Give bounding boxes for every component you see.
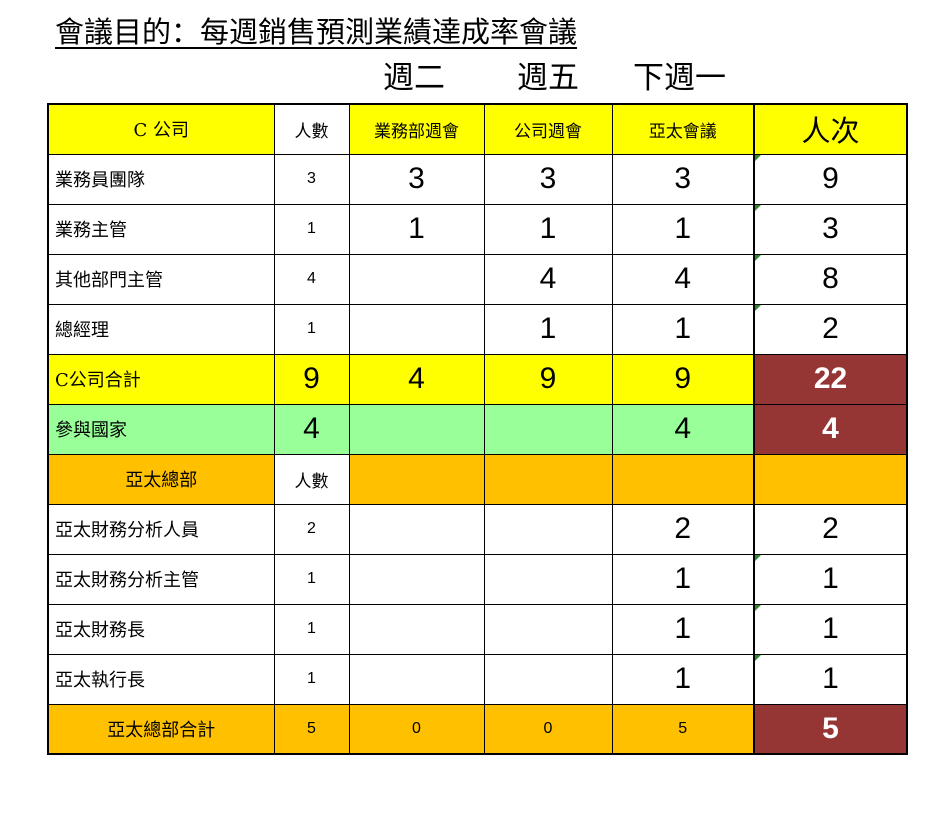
apac-meeting-cell[interactable]: 1 xyxy=(611,603,755,655)
table-row: 業務員團隊 3 3 3 3 9 xyxy=(47,153,908,205)
person-times-cell[interactable]: 8 xyxy=(753,253,908,305)
headcount-cell[interactable]: 1 xyxy=(273,303,350,355)
row-label[interactable]: 亞太執行長 xyxy=(47,653,275,705)
day-friday: 週五 xyxy=(517,60,579,96)
headcount-cell[interactable]: 1 xyxy=(273,653,350,705)
day-next-monday: 下週一 xyxy=(633,60,726,96)
company-name-cell[interactable]: C 公司 xyxy=(47,103,275,155)
table-row: 業務主管 1 1 1 1 3 xyxy=(47,203,908,255)
row-label[interactable]: 業務員團隊 xyxy=(47,153,275,205)
company-weekly-meeting-header[interactable]: 公司週會 xyxy=(483,103,613,155)
sales-weekly-cell[interactable]: 1 xyxy=(348,203,485,255)
company-weekly-cell[interactable] xyxy=(483,453,613,505)
headcount-cell[interactable]: 4 xyxy=(273,403,350,455)
person-times-cell[interactable]: 9 xyxy=(753,153,908,205)
headcount-cell[interactable]: 1 xyxy=(273,603,350,655)
company-total-row: C公司合計 9 4 9 9 22 xyxy=(47,353,908,405)
table-row: 亞太執行長 1 1 1 xyxy=(47,653,908,705)
row-label[interactable]: 亞太財務分析主管 xyxy=(47,553,275,605)
attendance-table: C 公司 人數 業務部週會 公司週會 亞太會議 人次 業務員團隊 3 3 3 3… xyxy=(47,103,908,755)
sales-weekly-cell[interactable] xyxy=(348,503,485,555)
table-row: 亞太財務分析人員 2 2 2 xyxy=(47,503,908,555)
apac-meeting-cell[interactable]: 5 xyxy=(611,703,755,755)
row-label[interactable]: 亞太財務分析人員 xyxy=(47,503,275,555)
table-row: 總經理 1 1 1 2 xyxy=(47,303,908,355)
sales-weekly-cell[interactable] xyxy=(348,603,485,655)
apac-hq-cell[interactable]: 亞太總部 xyxy=(47,453,275,505)
company-weekly-cell[interactable]: 0 xyxy=(483,703,613,755)
day-tuesday: 週二 xyxy=(383,60,445,96)
apac-meeting-cell[interactable] xyxy=(611,453,755,505)
page-title: 會議目的：每週銷售預測業績達成率會議 xyxy=(55,15,578,49)
sales-weekly-meeting-header[interactable]: 業務部週會 xyxy=(348,103,485,155)
row-label[interactable]: 業務主管 xyxy=(47,203,275,255)
table-row: 亞太財務長 1 1 1 xyxy=(47,603,908,655)
person-times-cell[interactable]: 3 xyxy=(753,203,908,255)
headcount-cell[interactable]: 4 xyxy=(273,253,350,305)
sales-weekly-cell[interactable] xyxy=(348,403,485,455)
person-times-cell[interactable]: 1 xyxy=(753,653,908,705)
sales-weekly-cell[interactable] xyxy=(348,553,485,605)
headcount-header-cell[interactable]: 人數 xyxy=(273,103,350,155)
row-label[interactable]: 其他部門主管 xyxy=(47,253,275,305)
apac-meeting-cell[interactable]: 1 xyxy=(611,303,755,355)
apac-header-row: 亞太總部 人數 xyxy=(47,453,908,505)
sales-weekly-cell[interactable]: 0 xyxy=(348,703,485,755)
person-times-cell[interactable]: 2 xyxy=(753,503,908,555)
apac-meeting-cell[interactable]: 4 xyxy=(611,403,755,455)
company-weekly-cell[interactable]: 9 xyxy=(483,353,613,405)
company-weekly-cell[interactable]: 4 xyxy=(483,253,613,305)
person-times-cell[interactable]: 2 xyxy=(753,303,908,355)
headcount-cell[interactable]: 9 xyxy=(273,353,350,405)
table-row: 亞太財務分析主管 1 1 1 xyxy=(47,553,908,605)
headcount-cell[interactable]: 1 xyxy=(273,553,350,605)
person-times-header[interactable]: 人次 xyxy=(753,103,908,155)
sales-weekly-cell[interactable]: 4 xyxy=(348,353,485,405)
company-weekly-cell[interactable] xyxy=(483,553,613,605)
apac-meeting-cell[interactable]: 1 xyxy=(611,653,755,705)
apac-meeting-header[interactable]: 亞太會議 xyxy=(611,103,755,155)
sales-weekly-cell[interactable] xyxy=(348,303,485,355)
company-weekly-cell[interactable]: 1 xyxy=(483,303,613,355)
sales-weekly-cell[interactable] xyxy=(348,653,485,705)
apac-meeting-cell[interactable]: 9 xyxy=(611,353,755,405)
company-weekly-cell[interactable] xyxy=(483,403,613,455)
row-label[interactable]: 亞太總部合計 xyxy=(47,703,275,755)
headcount-header-cell[interactable]: 人數 xyxy=(273,453,350,505)
company-weekly-cell[interactable]: 3 xyxy=(483,153,613,205)
table-row: 其他部門主管 4 4 4 8 xyxy=(47,253,908,305)
apac-total-row: 亞太總部合計 5 0 0 5 5 xyxy=(47,703,908,755)
headcount-cell[interactable]: 2 xyxy=(273,503,350,555)
sales-weekly-cell[interactable]: 3 xyxy=(348,153,485,205)
row-label[interactable]: 總經理 xyxy=(47,303,275,355)
row-label[interactable]: 參與國家 xyxy=(47,403,275,455)
company-weekly-cell[interactable] xyxy=(483,653,613,705)
headcount-cell[interactable]: 1 xyxy=(273,203,350,255)
sales-weekly-cell[interactable] xyxy=(348,253,485,305)
headcount-cell[interactable]: 5 xyxy=(273,703,350,755)
person-times-total-cell[interactable]: 22 xyxy=(753,353,908,405)
person-times-cell[interactable] xyxy=(753,453,908,505)
apac-meeting-cell[interactable]: 3 xyxy=(611,153,755,205)
headcount-cell[interactable]: 3 xyxy=(273,153,350,205)
company-header-row: C 公司 人數 業務部週會 公司週會 亞太會議 人次 xyxy=(47,103,908,155)
row-label[interactable]: 亞太財務長 xyxy=(47,603,275,655)
person-times-total-cell[interactable]: 5 xyxy=(753,703,908,755)
company-weekly-cell[interactable] xyxy=(483,503,613,555)
company-weekly-cell[interactable]: 1 xyxy=(483,203,613,255)
apac-meeting-cell[interactable]: 1 xyxy=(611,553,755,605)
countries-row: 參與國家 4 4 4 xyxy=(47,403,908,455)
sales-weekly-cell[interactable] xyxy=(348,453,485,505)
apac-meeting-cell[interactable]: 2 xyxy=(611,503,755,555)
person-times-cell[interactable]: 1 xyxy=(753,603,908,655)
company-weekly-cell[interactable] xyxy=(483,603,613,655)
apac-meeting-cell[interactable]: 1 xyxy=(611,203,755,255)
person-times-cell[interactable]: 1 xyxy=(753,553,908,605)
row-label[interactable]: C公司合計 xyxy=(47,353,275,405)
person-times-total-cell[interactable]: 4 xyxy=(753,403,908,455)
apac-meeting-cell[interactable]: 4 xyxy=(611,253,755,305)
